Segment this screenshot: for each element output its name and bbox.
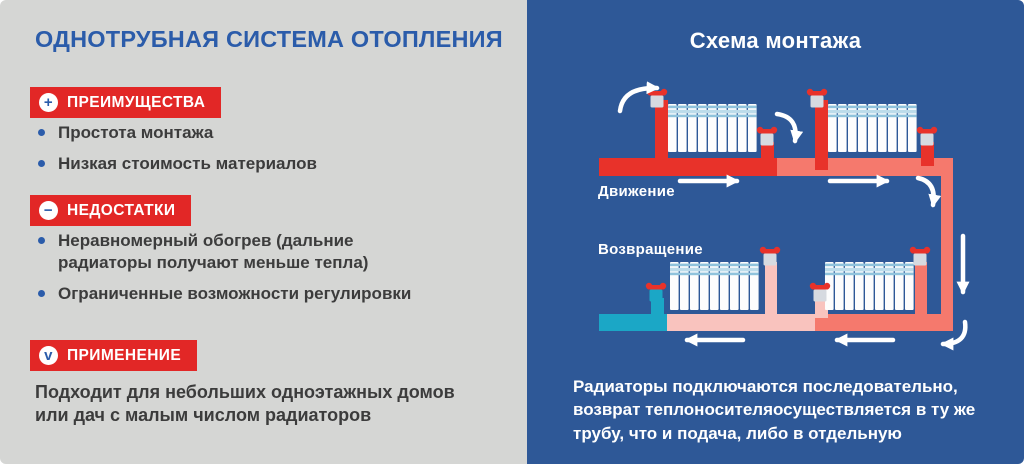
disadvantage-item-1: Неравномерный обогрев (дальние радиаторы… xyxy=(58,231,369,272)
return-pipe-warm xyxy=(815,314,953,331)
bullet-dot-icon xyxy=(38,129,45,136)
radiator-top-left xyxy=(668,104,757,152)
valve-icon xyxy=(760,247,780,266)
advantage-item-2: Низкая стоимость материалов xyxy=(58,154,317,173)
valve-icon xyxy=(757,127,777,146)
riser-pipe xyxy=(651,298,664,318)
bullet-dot-icon xyxy=(38,160,45,167)
advantages-badge: + ПРЕИМУЩЕСТВА xyxy=(30,87,222,118)
valve-icon xyxy=(917,127,937,146)
flow-arrow-inlet xyxy=(617,81,660,114)
diagram-caption: Радиаторы подключаются последовательно, … xyxy=(573,375,975,445)
left-panel: ОДНОТРУБНАЯ СИСТЕМА ОТОПЛЕНИЯ + ПРЕИМУЩЕ… xyxy=(0,0,527,464)
radiator-bottom-right xyxy=(825,262,914,310)
disadvantages-badge: − НЕДОСТАТКИ xyxy=(30,195,192,226)
riser-pipe xyxy=(915,262,927,318)
list-item: Низкая стоимость материалов xyxy=(38,153,317,175)
riser-pipe xyxy=(765,262,777,318)
caption-line: Радиаторы подключаются последовательно, xyxy=(573,377,958,396)
bullet-dot-icon xyxy=(38,237,45,244)
disadvantage-item-2: Ограниченные возможности регулировки xyxy=(58,284,412,303)
bullet-dot-icon xyxy=(38,290,45,297)
application-badge: v ПРИМЕНЕНИЕ xyxy=(30,340,198,371)
riser-pipe xyxy=(815,298,828,318)
radiator-diagram xyxy=(599,81,970,351)
list-item: Простота монтажа xyxy=(38,122,317,144)
list-item: Неравномерный обогрев (дальние радиаторы… xyxy=(38,230,411,274)
flow-arrow-turn-left xyxy=(940,319,968,351)
caption-line: трубу, что и подача, либо в отдельную xyxy=(573,423,902,443)
advantage-item-1: Простота монтажа xyxy=(58,123,214,142)
radiator-top-right xyxy=(828,104,917,152)
disadvantages-label: НЕДОСТАТКИ xyxy=(67,201,176,219)
caption-line: возврат теплоносителяосуществляется в ту… xyxy=(573,400,976,420)
supply-pipe-hot xyxy=(599,158,777,176)
check-circle-icon: v xyxy=(39,346,58,365)
application-text: Подходит для небольших одноэтажных домов… xyxy=(35,382,455,425)
return-pipe-cold xyxy=(599,314,667,331)
radiator-bottom-left xyxy=(670,262,759,310)
page-title: ОДНОТРУБНАЯ СИСТЕМА ОТОПЛЕНИЯ xyxy=(35,26,503,52)
application-label: ПРИМЕНЕНИЕ xyxy=(67,346,182,364)
supply-flow-label: Движение xyxy=(598,183,675,200)
advantages-list: Простота монтажа Низкая стоимость матери… xyxy=(38,122,317,184)
minus-circle-icon: − xyxy=(39,201,58,220)
right-drop-pipe xyxy=(941,158,953,331)
scheme-title: Схема монтажа xyxy=(689,28,862,53)
advantages-label: ПРЕИМУЩЕСТВА xyxy=(67,93,206,111)
return-pipe-cool xyxy=(667,314,815,331)
disadvantages-list: Неравномерный обогрев (дальние радиаторы… xyxy=(38,230,411,314)
right-panel: Схема монтажа xyxy=(527,0,1024,464)
riser-pipe xyxy=(815,100,828,170)
list-item: Ограниченные возможности регулировки xyxy=(38,283,411,305)
return-flow-label: Возвращение xyxy=(598,241,703,258)
riser-pipe xyxy=(921,142,934,166)
plus-circle-icon: + xyxy=(39,93,58,112)
flow-arrow-turn-down xyxy=(915,175,942,208)
riser-pipe xyxy=(761,142,774,166)
riser-pipe xyxy=(655,100,668,170)
flow-arrow-down-between xyxy=(774,111,804,144)
